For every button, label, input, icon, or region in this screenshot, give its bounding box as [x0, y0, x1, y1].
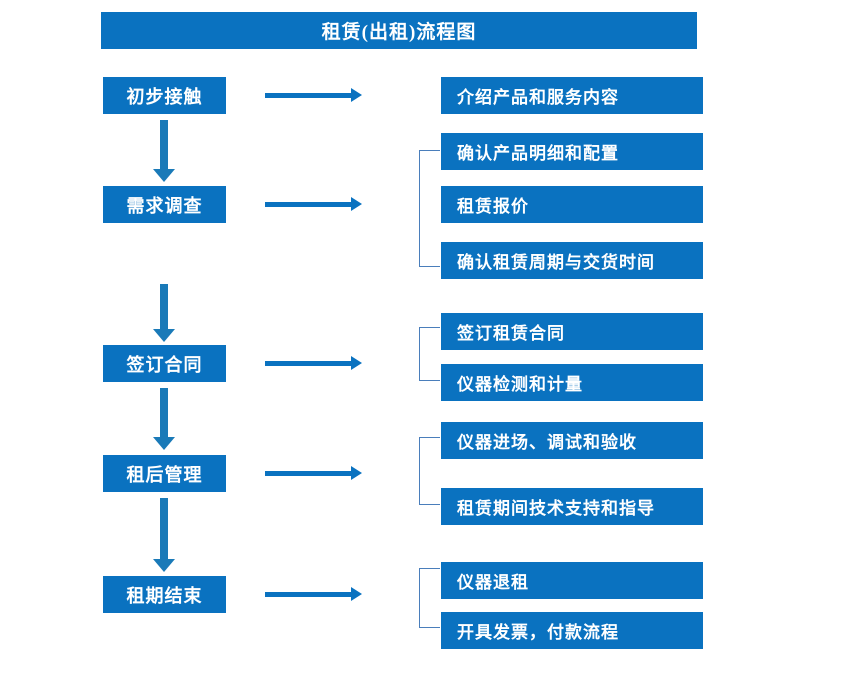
detail-box-7[interactable]: 仪器进场、调试和验收 — [441, 422, 703, 459]
vertical-arrow-stage2-stage3 — [153, 284, 175, 342]
vertical-arrow-stage4-stage5 — [153, 498, 175, 572]
group-bracket-requirements — [419, 150, 440, 267]
stage-box-2[interactable]: 需求调查 — [103, 186, 226, 223]
group-bracket-management — [419, 437, 440, 505]
group-bracket-contract — [419, 327, 440, 381]
detail-box-9[interactable]: 仪器退租 — [441, 562, 703, 599]
stage-box-5[interactable]: 租期结束 — [103, 576, 226, 613]
detail-box-5[interactable]: 签订租赁合同 — [441, 313, 703, 350]
horizontal-arrow-stage-4 — [265, 463, 362, 483]
stage-box-1[interactable]: 初步接触 — [103, 77, 226, 114]
group-bracket-closing — [419, 568, 440, 628]
horizontal-arrow-stage-1 — [265, 85, 362, 105]
stage-box-3[interactable]: 签订合同 — [103, 345, 226, 382]
detail-box-6[interactable]: 仪器检测和计量 — [441, 364, 703, 401]
horizontal-arrow-stage-5 — [265, 584, 362, 604]
vertical-arrow-stage1-stage2 — [153, 120, 175, 182]
detail-box-2[interactable]: 确认产品明细和配置 — [441, 133, 703, 170]
detail-box-8[interactable]: 租赁期间技术支持和指导 — [441, 488, 703, 525]
detail-box-4[interactable]: 确认租赁周期与交货时间 — [441, 242, 703, 279]
horizontal-arrow-stage-2 — [265, 194, 362, 214]
detail-box-1[interactable]: 介绍产品和服务内容 — [441, 77, 703, 114]
diagram-title: 租赁(出租)流程图 — [101, 12, 697, 49]
stage-box-4[interactable]: 租后管理 — [103, 455, 226, 492]
horizontal-arrow-stage-3 — [265, 353, 362, 373]
detail-box-10[interactable]: 开具发票，付款流程 — [441, 612, 703, 649]
vertical-arrow-stage3-stage4 — [153, 388, 175, 450]
detail-box-3[interactable]: 租赁报价 — [441, 186, 703, 223]
